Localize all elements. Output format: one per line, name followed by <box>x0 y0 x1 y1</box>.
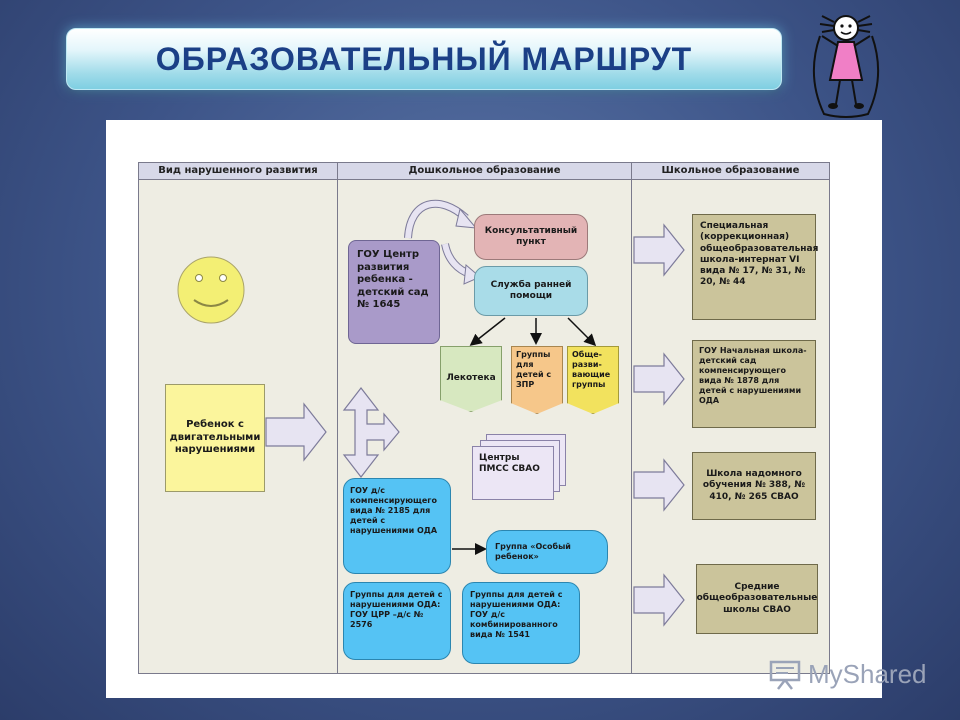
pmss-centers-box: Центры ПМСС СВАО <box>472 446 554 500</box>
school-box-1: Специальная (коррекционная) общеобразова… <box>692 214 818 320</box>
child-box: Ребенок с двигательными нарушениями <box>165 384 265 492</box>
school-box-2: ГОУ Начальная школа-детский сад компенси… <box>692 340 816 428</box>
school-box-4: Средние общеобразовательные школы СВАО <box>696 564 818 634</box>
watermark-text: MyShared <box>808 658 927 689</box>
watermark: MyShared <box>768 656 927 692</box>
groups-1541-box: Группы для детей с нарушениями ОДА: ГОУ … <box>462 582 580 664</box>
title-banner: ОБРАЗОВАТЕЛЬНЫЙ МАРШРУТ <box>66 28 782 90</box>
gou-2185-box: ГОУ д/с компенсирующего вида № 2185 для … <box>343 478 451 574</box>
page-title: ОБРАЗОВАТЕЛЬНЫЙ МАРШРУТ <box>155 40 693 77</box>
column-divider <box>337 163 338 673</box>
consult-point-box: Консультативный пункт <box>474 214 588 260</box>
zpr-groups-box: Группы для детей с ЗПР <box>511 346 563 414</box>
special-child-group-box: Группа «Особый ребенок» <box>486 530 608 574</box>
presentation-board-icon <box>769 660 801 690</box>
school-box-3: Школа надомного обучения № 388, № 410, №… <box>692 452 816 520</box>
center-1645-box: ГОУ Центр развития ребенка - детский сад… <box>348 240 440 344</box>
general-groups-box: Обще- разви- вающие группы <box>567 346 619 414</box>
groups-2576-box: Группы для детей с нарушениями ОДА: ГОУ … <box>343 582 451 660</box>
column-header-development-type: Вид нарушенного развития <box>139 163 337 180</box>
column-header-school: Школьное образование <box>632 163 829 180</box>
column-header-preschool: Дошкольное образование <box>338 163 631 180</box>
lekoteka-box: Лекотека <box>440 346 502 412</box>
girl-jump-rope-icon <box>812 15 880 118</box>
column-divider <box>631 163 632 673</box>
early-help-box: Служба ранней помощи <box>474 266 588 316</box>
